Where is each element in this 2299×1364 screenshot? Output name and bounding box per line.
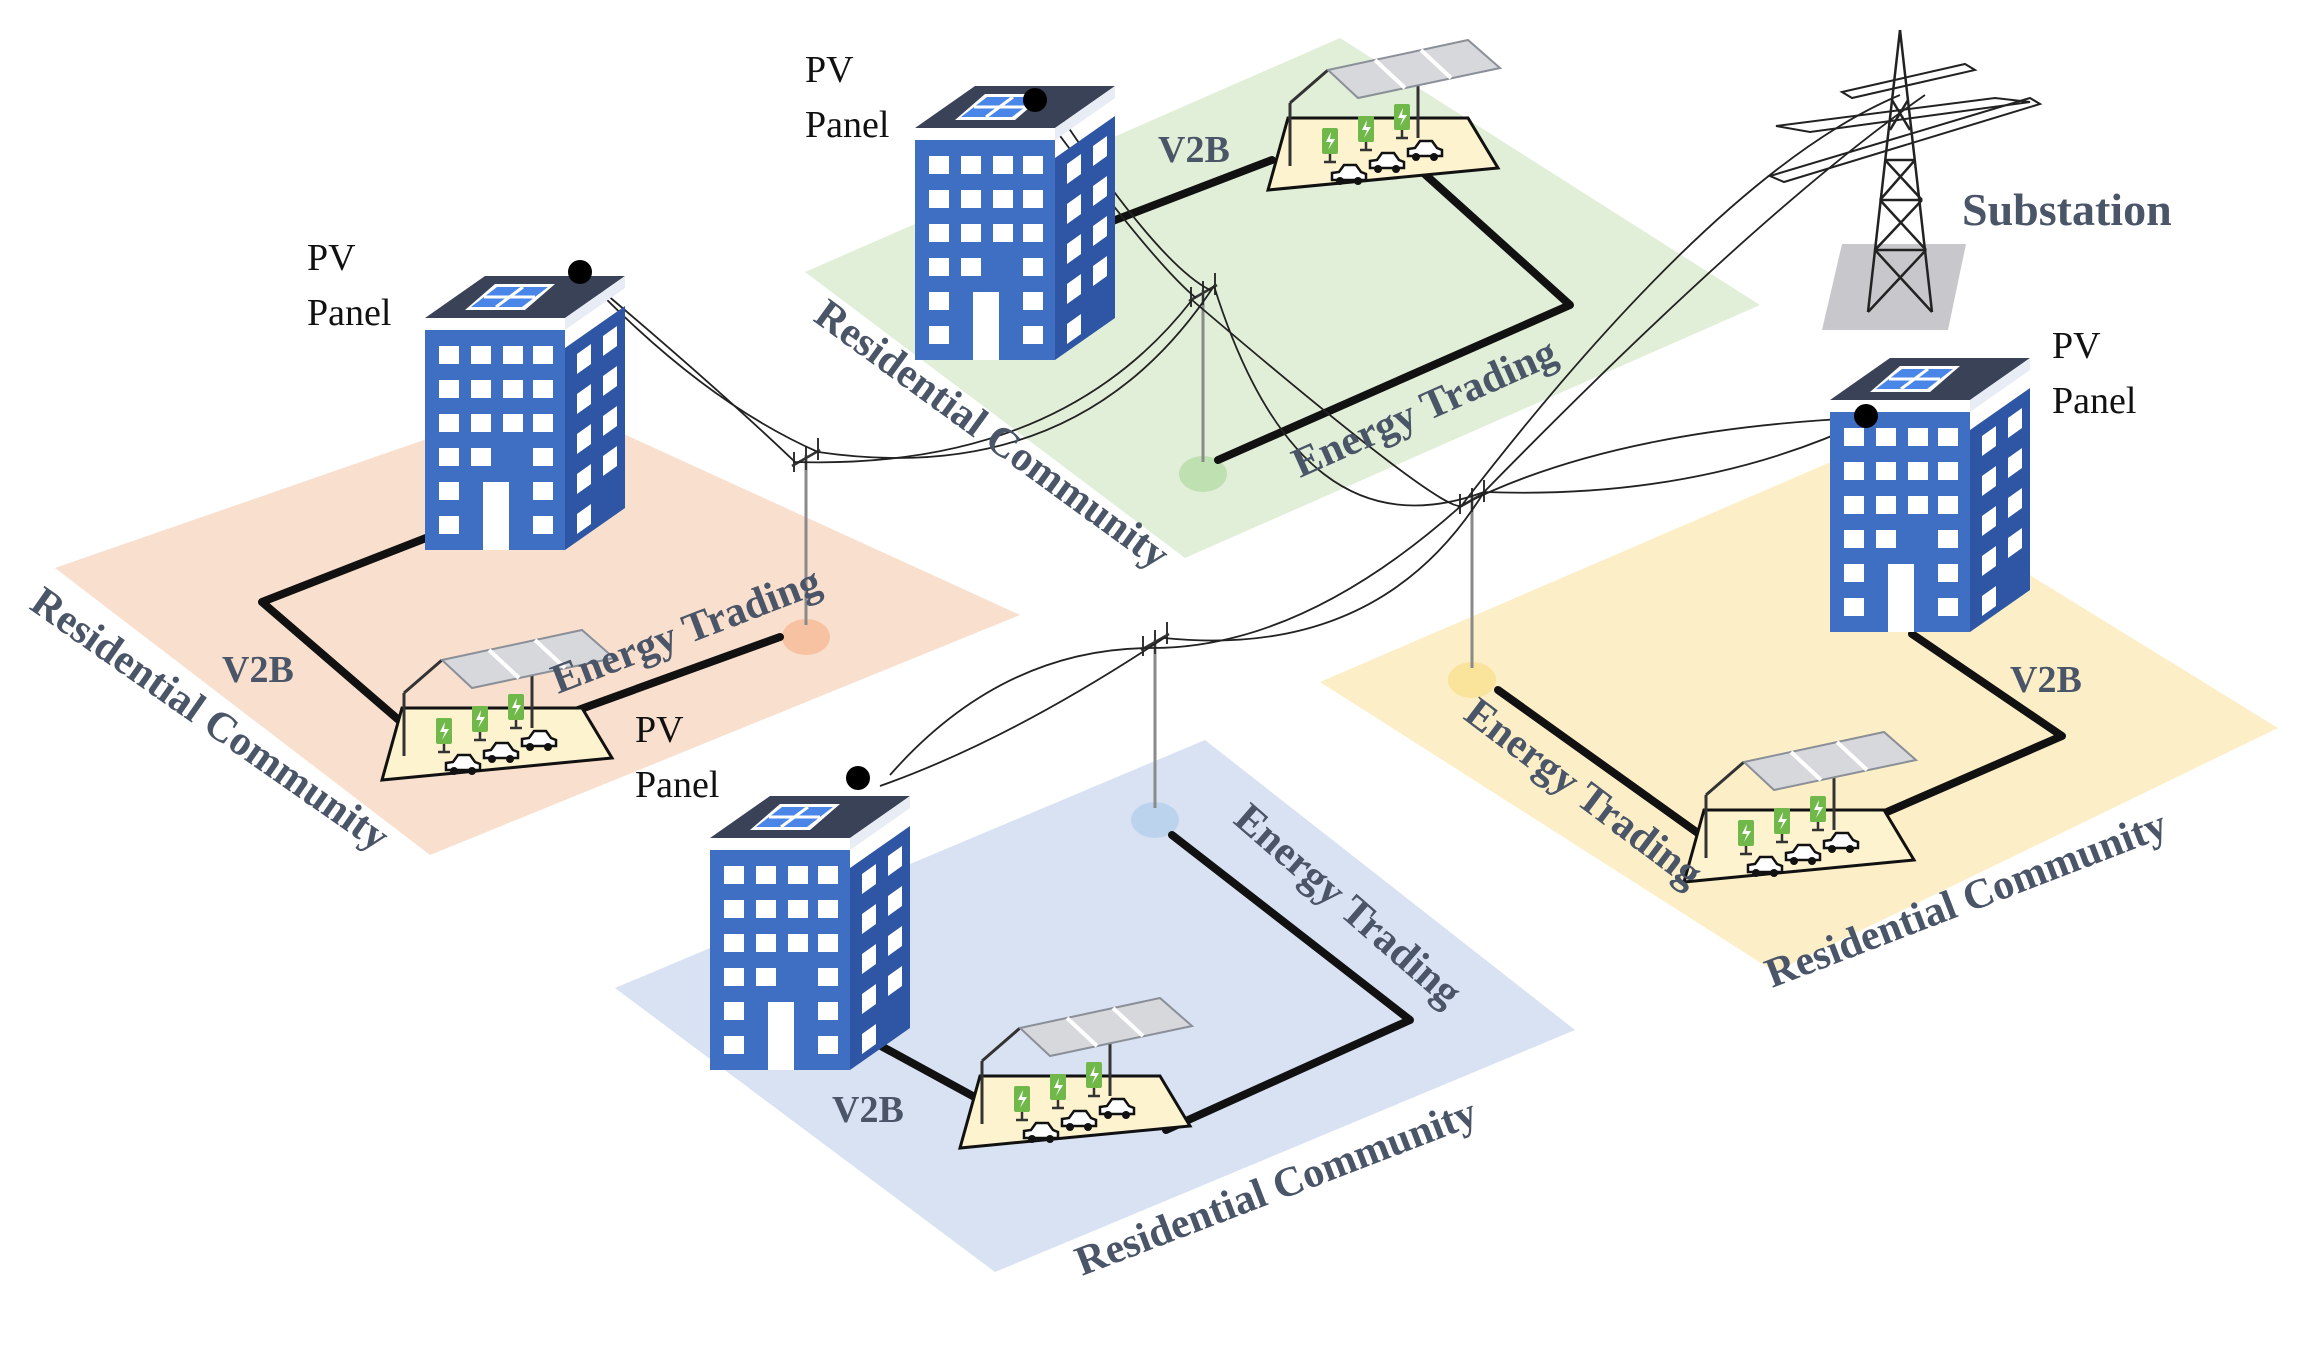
building-top xyxy=(913,84,1117,362)
pv-node-right xyxy=(1854,404,1878,428)
energy-trading-line-bottom xyxy=(1162,831,1414,1134)
v2b-line-left xyxy=(258,511,489,732)
pv-panel-label-left-line1: PV xyxy=(307,237,356,279)
building-bottom xyxy=(708,794,912,1072)
v2b-label-bottom: V2B xyxy=(832,1089,904,1131)
substation-label: Substation xyxy=(1962,184,2172,235)
transmission-tower-icon xyxy=(1767,29,2043,313)
pv-node-bottom xyxy=(846,766,870,790)
energy-trading-line-top xyxy=(1214,164,1574,464)
pv-panel-label-bottom-line1: PV xyxy=(635,709,684,751)
power-line-h xyxy=(879,491,1485,787)
trading-node-left xyxy=(782,619,830,655)
power-line-f xyxy=(1483,419,1869,494)
v2b-label-right: V2B xyxy=(2010,659,2082,701)
v2b-label-top: V2B xyxy=(1158,129,1230,171)
energy-trading-line-left xyxy=(552,633,784,722)
pole-head-left xyxy=(790,436,822,474)
v2b-label-left: V2B xyxy=(222,649,294,691)
pv-panel-label-right-line1: PV xyxy=(2052,325,2101,367)
pv-node-top xyxy=(1023,88,1047,112)
pv-panel-label-bottom-line2: Panel xyxy=(635,764,719,806)
pv-panel-label-top-line2: Panel xyxy=(805,104,889,146)
community-area-bottom xyxy=(615,740,1575,1272)
pv-node-left xyxy=(568,260,592,284)
energy-trading-line-right xyxy=(1494,686,1706,840)
pv-panel-label-right-line2: Panel xyxy=(2052,380,2136,422)
power-line-b xyxy=(579,94,1926,507)
power-line-e xyxy=(1461,417,1861,506)
substation-pad xyxy=(1822,244,1966,330)
pv-panel-label-top-line1: PV xyxy=(805,49,854,91)
community-area-left xyxy=(55,398,1020,855)
building-left xyxy=(423,274,627,552)
trading-node-right xyxy=(1448,662,1496,698)
pv-panel-label-left-line2: Panel xyxy=(307,292,391,334)
community-area-right xyxy=(1320,458,2278,972)
trading-node-top xyxy=(1179,456,1227,492)
v2b-line-top xyxy=(1106,156,1276,226)
v2b-line-right xyxy=(1876,630,2066,819)
building-right xyxy=(1828,356,2032,634)
trading-node-bottom xyxy=(1131,802,1179,838)
